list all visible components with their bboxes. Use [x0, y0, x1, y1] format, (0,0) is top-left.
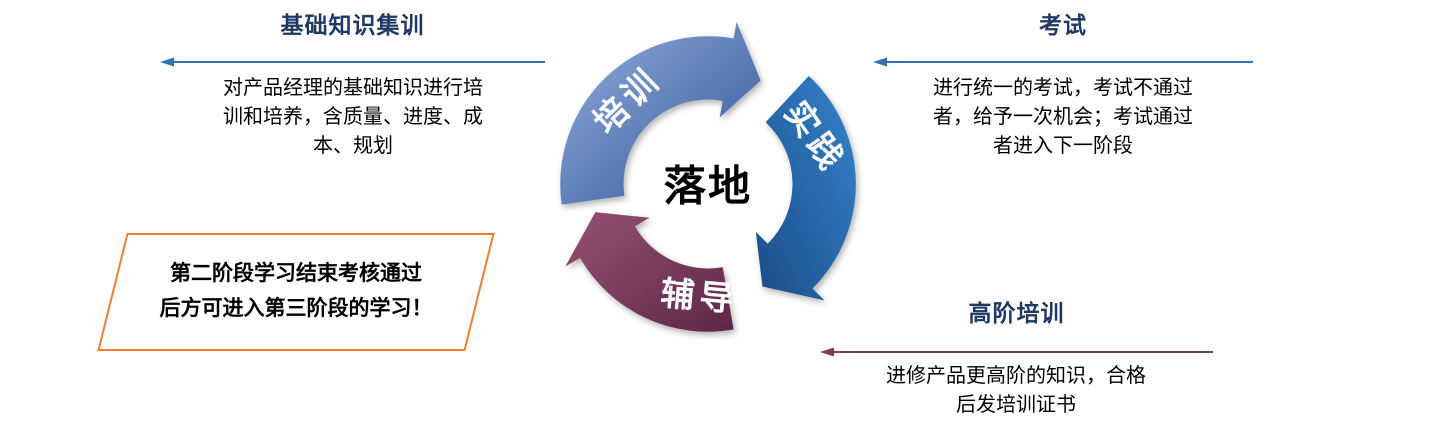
advanced-training-title: 高阶培训: [968, 300, 1065, 326]
advanced-training-arrow-line: [820, 347, 1213, 357]
advanced-training-description: 进修产品更高阶的知识，合格 后发培训证书: [886, 365, 1146, 416]
basic-training-arrow-line: [160, 57, 545, 67]
practice-arc-arrow: [755, 75, 856, 301]
coaching-arc-arrow: [565, 212, 734, 332]
stage-note-callout: 第二阶段学习结束考核通过 后方可进入第三阶段的学习！: [97, 233, 495, 351]
exam-title: 考试: [1039, 12, 1087, 38]
center-label: 落地: [664, 163, 753, 210]
coaching-label: 辅导: [659, 275, 740, 320]
exam-arrow-line: [873, 57, 1253, 67]
basic-training-description: 对产品经理的基础知识进行培 训和培养，含质量、进度、成 本、规划: [223, 77, 483, 157]
exam-description: 进行统一的考试，考试不通过 者，给予一次机会；考试通过 者进入下一阶段: [933, 77, 1193, 157]
left-arrowhead-icon: [160, 57, 174, 67]
training-arc-arrow: [560, 21, 761, 205]
left-arrowhead-icon: [820, 347, 834, 357]
stage-note-text: 第二阶段学习结束考核通过 后方可进入第三阶段的学习！: [159, 262, 433, 320]
cycle-diagram: 培训 实践 辅导 落地: [560, 21, 856, 332]
left-arrowhead-icon: [873, 57, 887, 67]
basic-training-title: 基础知识集训: [280, 12, 425, 38]
